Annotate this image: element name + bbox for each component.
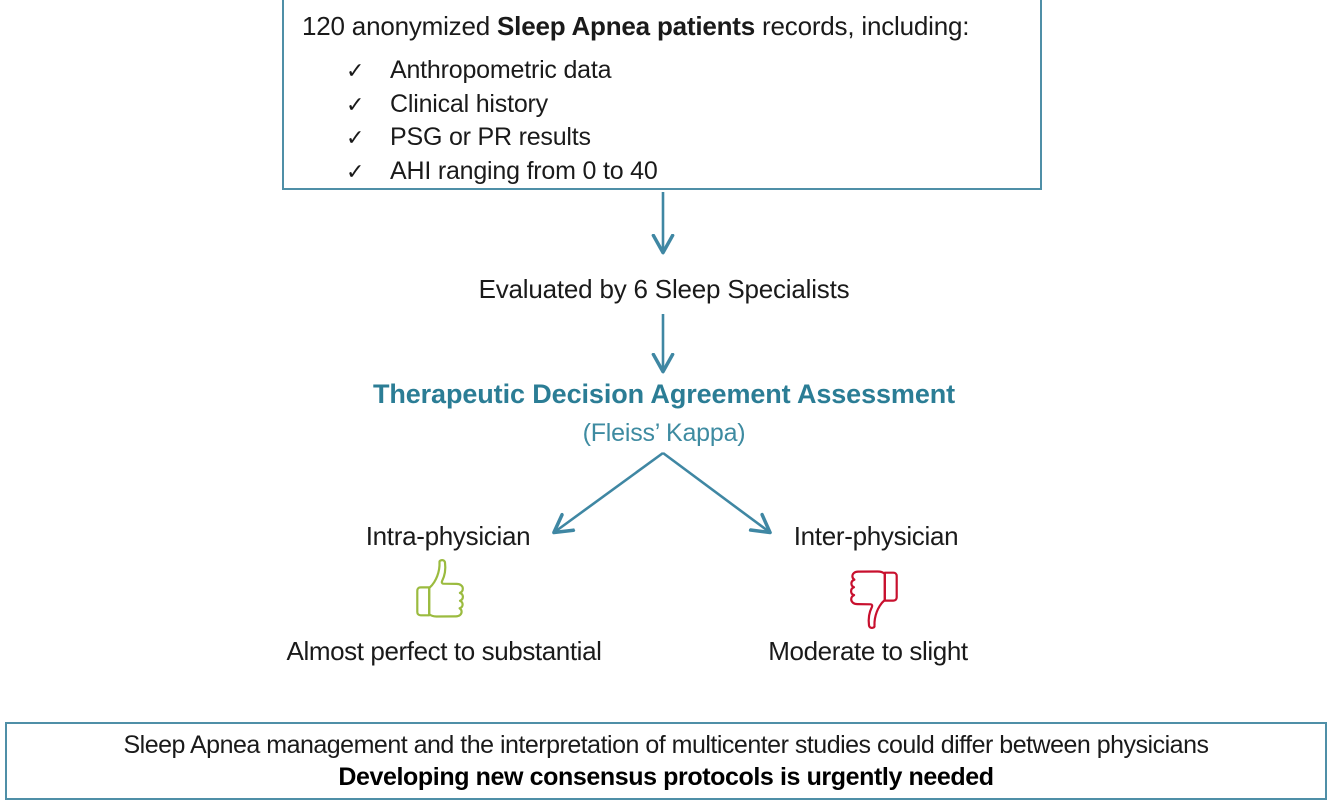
list-item: ✓ PSG or PR results bbox=[346, 121, 658, 155]
records-headline: 120 anonymized Sleep Apnea patients reco… bbox=[302, 10, 969, 42]
records-headline-prefix: 120 anonymized bbox=[302, 11, 498, 41]
conclusion-line-2: Developing new consensus protocols is ur… bbox=[338, 762, 994, 791]
check-icon: ✓ bbox=[346, 125, 365, 150]
assessment-subtitle: (Fleiss’ Kappa) bbox=[582, 419, 746, 447]
conclusion-line-1: Sleep Apnea management and the interpret… bbox=[123, 730, 1209, 759]
list-item-label: Clinical history bbox=[390, 89, 548, 118]
branch-label-intra-physician: Intra-physician bbox=[365, 521, 531, 551]
list-item: ✓ AHI ranging from 0 to 40 bbox=[346, 155, 658, 189]
check-icon: ✓ bbox=[346, 58, 365, 83]
conclusion-box: Sleep Apnea management and the interpret… bbox=[5, 722, 1327, 800]
thumbs-down-icon bbox=[850, 570, 898, 629]
list-item-label: Anthropometric data bbox=[390, 56, 612, 84]
records-headline-bold: Sleep Apnea patients bbox=[497, 11, 756, 41]
assessment-title: Therapeutic Decision Agreement Assessmen… bbox=[372, 379, 956, 409]
branch-result-intra-physician: Almost perfect to substantial bbox=[286, 636, 602, 666]
list-item: ✓ Anthropometric data bbox=[346, 54, 658, 88]
evaluation-step-label: Evaluated by 6 Sleep Specialists bbox=[478, 274, 850, 304]
check-icon: ✓ bbox=[346, 158, 365, 184]
list-item-label: AHI ranging from 0 to 40 bbox=[390, 156, 658, 185]
check-icon: ✓ bbox=[346, 91, 365, 117]
list-item: ✓ Clinical history bbox=[346, 88, 658, 122]
arrow-assessment-to-intra bbox=[556, 451, 664, 531]
branch-result-inter-physician: Moderate to slight bbox=[768, 636, 968, 666]
records-list: ✓ Anthropometric data ✓ Clinical history… bbox=[346, 54, 658, 188]
records-headline-suffix: records, including: bbox=[755, 11, 970, 41]
records-box: 120 anonymized Sleep Apnea patients reco… bbox=[282, 0, 1042, 190]
arrow-assessment-to-inter bbox=[662, 451, 768, 531]
thumbs-up-icon bbox=[416, 559, 464, 618]
list-item-label: PSG or PR results bbox=[390, 123, 591, 151]
branch-label-inter-physician: Inter-physician bbox=[793, 521, 959, 551]
